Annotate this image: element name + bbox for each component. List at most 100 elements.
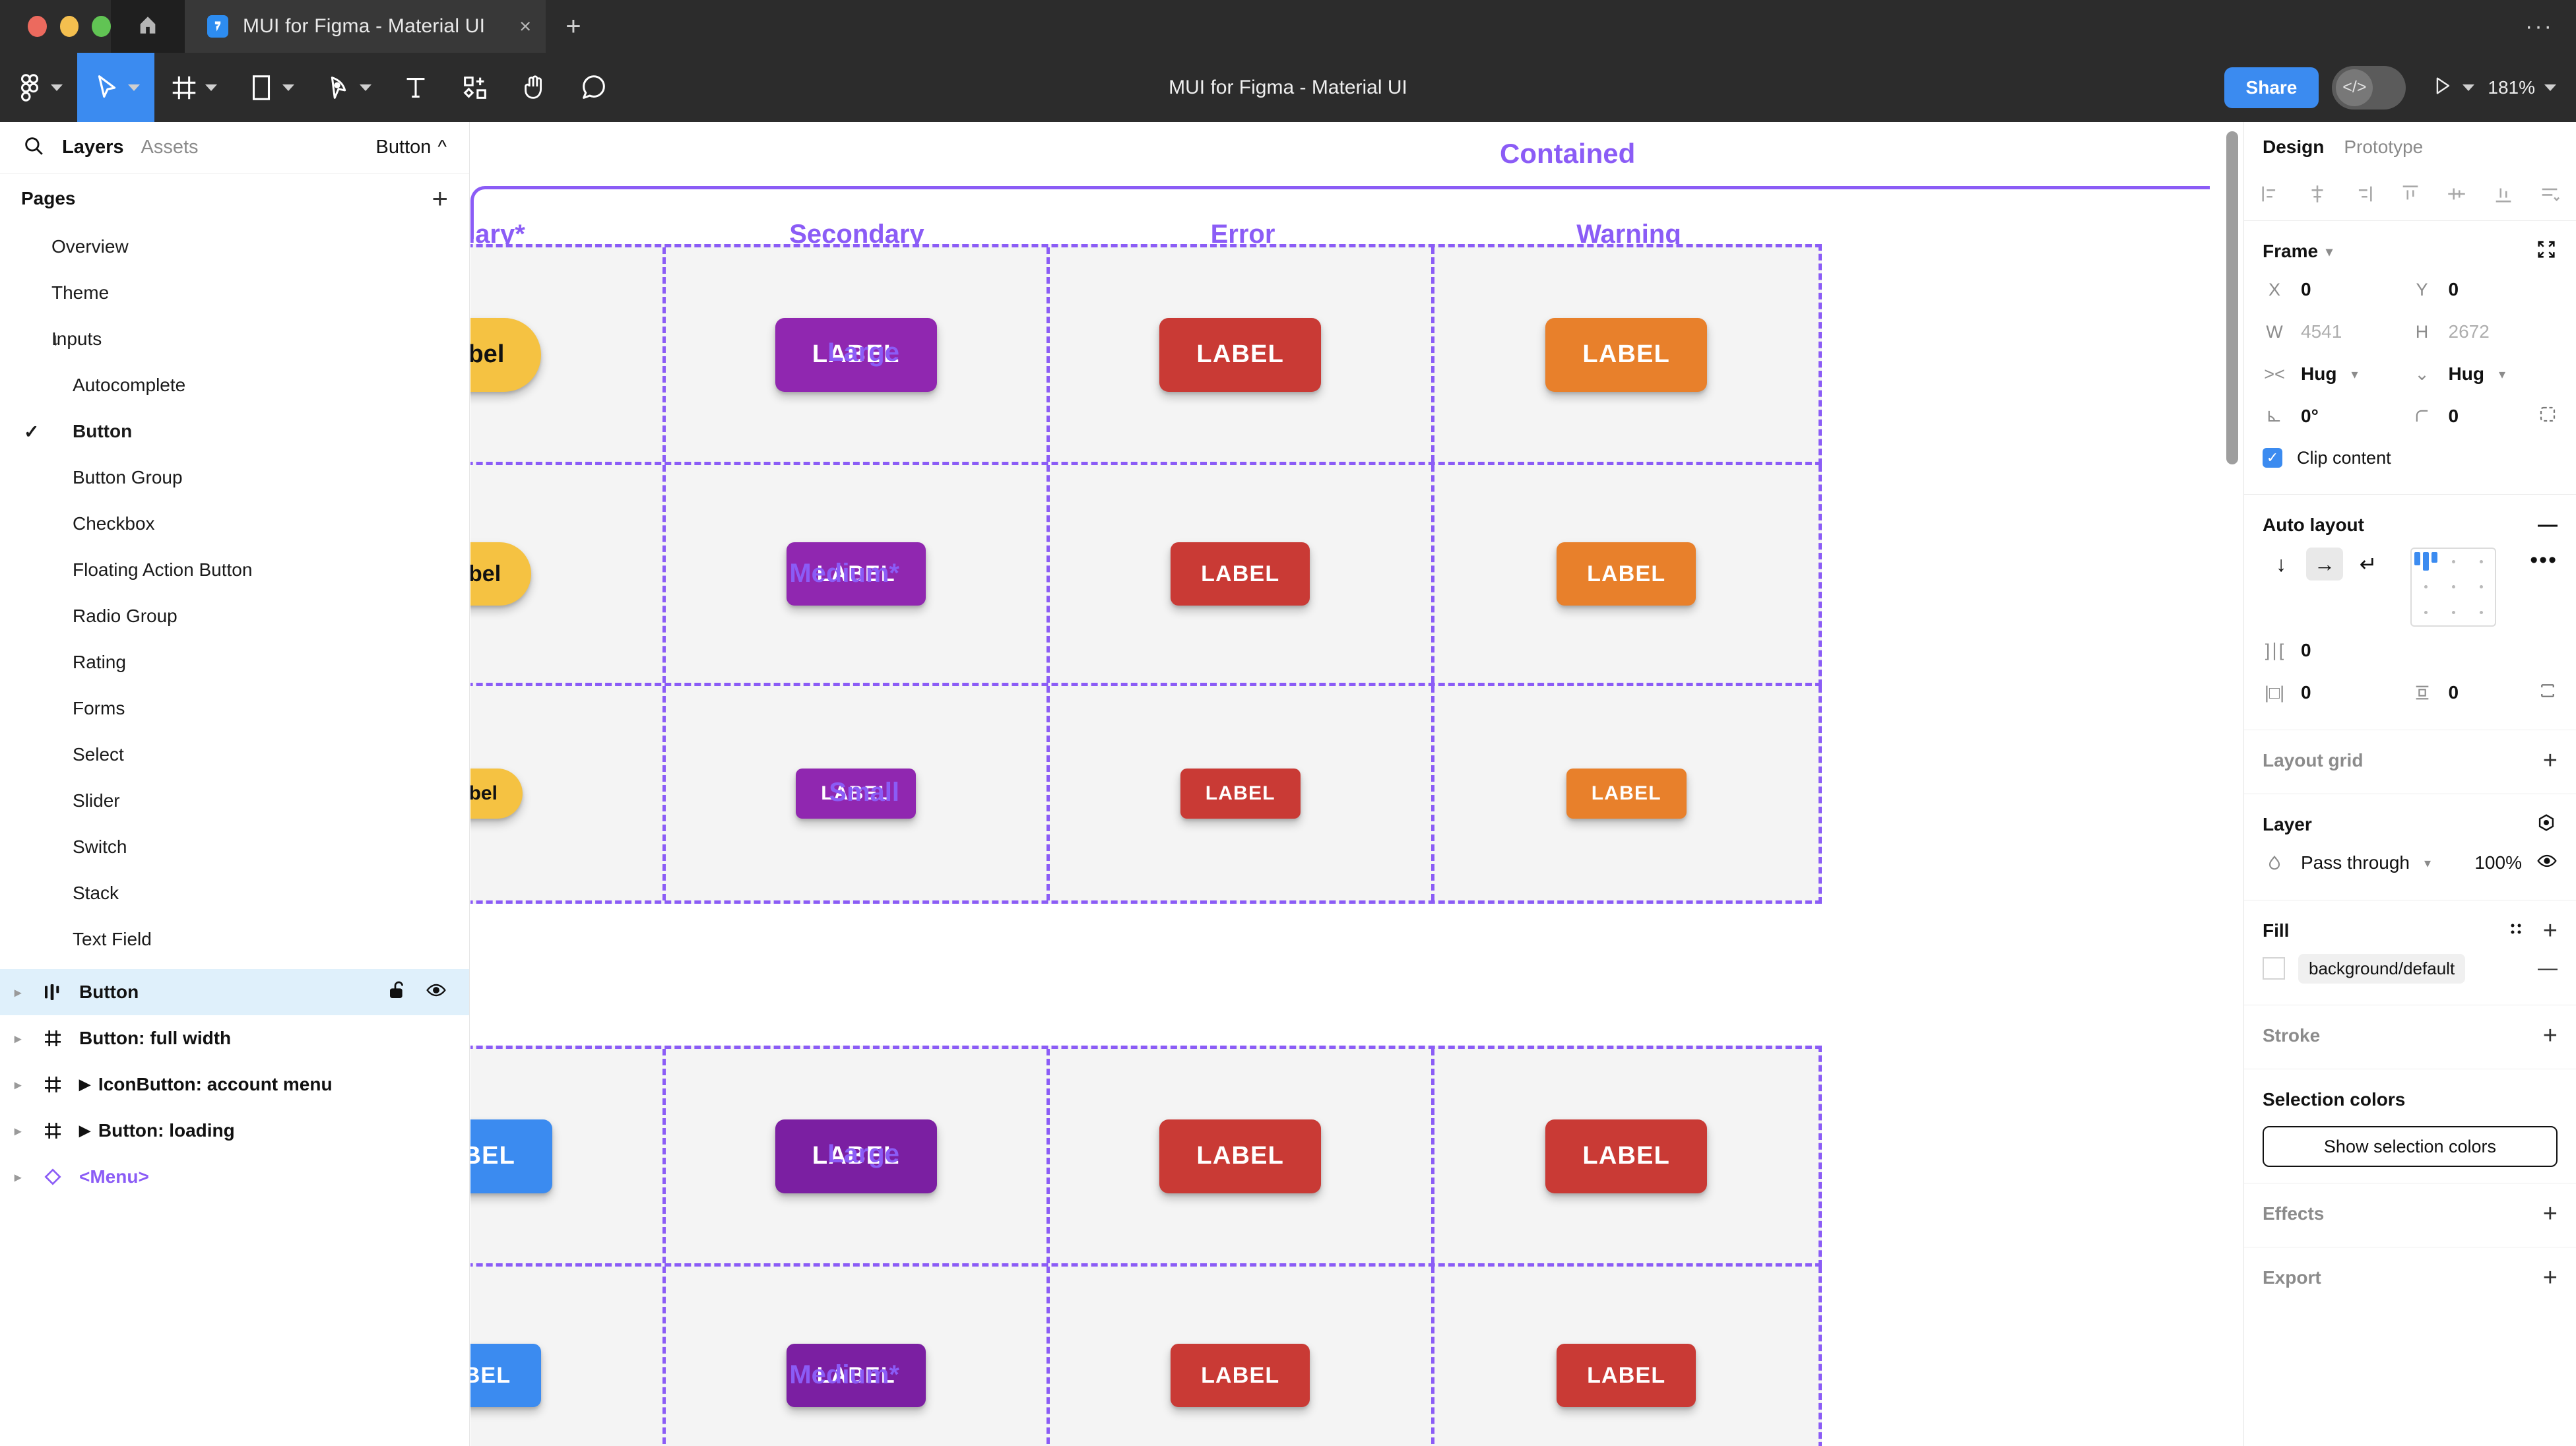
mui-button[interactable]: LABEL: [786, 542, 926, 606]
lock-icon[interactable]: [387, 980, 408, 1005]
tab-design[interactable]: Design: [2263, 137, 2325, 157]
present-button[interactable]: [2431, 75, 2475, 100]
show-selection-colors-button[interactable]: Show selection colors: [2263, 1126, 2558, 1167]
chevron-down-icon[interactable]: ▾: [2351, 367, 2358, 382]
fill-styles-icon[interactable]: [2506, 919, 2526, 943]
minimize-window-button[interactable]: [59, 16, 79, 37]
page-item-switch[interactable]: Switch: [0, 824, 469, 870]
mui-button[interactable]: LABEL: [1545, 1119, 1708, 1193]
height-field[interactable]: H 2672: [2410, 321, 2558, 342]
mui-button[interactable]: LABEL: [1545, 317, 1708, 392]
corner-radius-field[interactable]: 0: [2410, 404, 2558, 429]
frame-name-label[interactable]: Contained: [1500, 138, 1636, 169]
frame-tool-icon[interactable]: [154, 53, 232, 122]
mui-button[interactable]: LABEL: [470, 1344, 542, 1407]
browser-tab-figma-file[interactable]: MUI for Figma - Material UI ×: [185, 0, 546, 53]
gap-field[interactable]: ]∣[ 0: [2263, 640, 2410, 661]
fill-color-swatch[interactable]: [2263, 957, 2285, 980]
auto-layout-alignment-grid[interactable]: [2410, 548, 2496, 627]
align-vertical-center-icon[interactable]: [2445, 183, 2468, 210]
x-field[interactable]: X 0: [2263, 279, 2410, 300]
figma-canvas[interactable]: Contained Primary*SecondaryErrorWarningL…: [470, 122, 2243, 1446]
add-layout-grid-button[interactable]: +: [2542, 747, 2558, 774]
disclosure-triangle-icon[interactable]: ▸: [14, 1123, 22, 1139]
rotation-field[interactable]: 0°: [2263, 406, 2410, 427]
page-item-inputs[interactable]: ↓Inputs: [0, 316, 469, 362]
mui-button[interactable]: Label: [470, 542, 532, 606]
mui-button[interactable]: LABEL: [775, 1119, 937, 1193]
page-item-button-group[interactable]: Button Group: [0, 455, 469, 501]
blend-mode-field[interactable]: Pass through ▾: [2263, 852, 2445, 873]
chevron-down-icon[interactable]: [2544, 84, 2556, 91]
chevron-down-icon[interactable]: [360, 84, 371, 91]
add-stroke-button[interactable]: +: [2542, 1022, 2558, 1050]
align-horizontal-center-icon[interactable]: [2305, 183, 2329, 210]
mui-button[interactable]: LABEL: [1180, 768, 1301, 819]
align-left-icon[interactable]: [2259, 183, 2282, 210]
auto-layout-more-button[interactable]: •••: [2530, 548, 2558, 573]
clip-content-row[interactable]: ✓ Clip content: [2263, 437, 2558, 478]
hand-tool-icon[interactable]: [505, 53, 564, 122]
mui-button[interactable]: LABEL: [1171, 542, 1310, 606]
dev-mode-toggle[interactable]: </>: [2332, 65, 2406, 110]
add-fill-button[interactable]: +: [2542, 917, 2558, 945]
new-tab-button[interactable]: +: [565, 12, 581, 41]
disclosure-triangle-icon[interactable]: ▸: [14, 1077, 22, 1092]
move-tool-icon[interactable]: [77, 53, 154, 122]
add-page-button[interactable]: +: [432, 183, 448, 214]
mui-button[interactable]: LABEL: [1159, 317, 1322, 392]
mui-button[interactable]: Label: [470, 768, 523, 819]
direction-horizontal-icon[interactable]: →: [2306, 548, 2343, 581]
layer-row[interactable]: ▸▶Button: loading: [0, 1108, 469, 1154]
expand-triangle-icon[interactable]: ▶: [79, 1076, 90, 1092]
tab-assets[interactable]: Assets: [141, 137, 199, 158]
mui-button[interactable]: LABEL: [786, 1344, 926, 1407]
chevron-down-icon[interactable]: [128, 84, 140, 91]
home-tab-button[interactable]: [111, 0, 185, 53]
clip-content-checkbox[interactable]: ✓: [2263, 448, 2282, 468]
page-item-stack[interactable]: Stack: [0, 870, 469, 916]
share-button[interactable]: Share: [2224, 67, 2319, 108]
opacity-field[interactable]: 100%: [2445, 850, 2558, 876]
pen-tool-icon[interactable]: [309, 53, 386, 122]
mui-button[interactable]: LABEL: [796, 768, 917, 819]
page-item-slider[interactable]: Slider: [0, 778, 469, 824]
eye-icon[interactable]: [426, 980, 447, 1005]
layer-row[interactable]: ▸Button: [0, 969, 469, 1015]
individual-padding-icon[interactable]: [2538, 681, 2558, 705]
collapse-frame-icon[interactable]: [2535, 238, 2558, 265]
disclosure-triangle-icon[interactable]: ▸: [14, 985, 22, 1000]
figma-menu-icon[interactable]: [0, 53, 77, 122]
fill-style-name[interactable]: background/default: [2298, 953, 2466, 984]
vertical-resize-field[interactable]: ⌄ Hug ▾: [2410, 363, 2558, 385]
mui-button[interactable]: LABEL: [1566, 768, 1687, 819]
chevron-down-icon[interactable]: ▾: [2424, 856, 2431, 871]
page-item-checkbox[interactable]: Checkbox: [0, 501, 469, 547]
chevron-down-icon[interactable]: [2463, 84, 2475, 91]
layer-row[interactable]: ▸Button: full width: [0, 1015, 469, 1061]
chevron-down-icon[interactable]: [205, 84, 217, 91]
close-icon[interactable]: ×: [519, 15, 532, 38]
layer-settings-icon[interactable]: [2535, 811, 2558, 838]
canvas-vertical-scrollbar[interactable]: [2226, 131, 2238, 464]
page-item-rating[interactable]: Rating: [0, 639, 469, 685]
page-item-button[interactable]: ✓Button: [0, 408, 469, 455]
mui-button[interactable]: LABEL: [470, 1119, 553, 1193]
chevron-down-icon[interactable]: ▾: [2498, 367, 2505, 382]
page-item-text-field[interactable]: Text Field: [0, 916, 469, 962]
page-item-floating-action-button[interactable]: Floating Action Button: [0, 547, 469, 593]
page-item-forms[interactable]: Forms: [0, 685, 469, 732]
align-bottom-icon[interactable]: [2492, 183, 2515, 210]
disclosure-triangle-icon[interactable]: ▸: [14, 1170, 22, 1185]
comment-tool-icon[interactable]: [564, 53, 624, 122]
page-item-overview[interactable]: Overview: [0, 224, 469, 270]
align-right-icon[interactable]: [2352, 183, 2375, 210]
horizontal-resize-field[interactable]: >< Hug ▾: [2263, 363, 2410, 385]
direction-wrap-icon[interactable]: ↵: [2359, 552, 2377, 576]
expand-triangle-icon[interactable]: ▶: [79, 1122, 90, 1139]
current-page-selector[interactable]: Button ^: [376, 137, 447, 158]
visibility-eye-icon[interactable]: [2536, 850, 2558, 876]
close-window-button[interactable]: [28, 16, 47, 37]
mui-button[interactable]: LABEL: [1557, 1344, 1696, 1407]
layer-row[interactable]: ▸▶IconButton: account menu: [0, 1061, 469, 1108]
